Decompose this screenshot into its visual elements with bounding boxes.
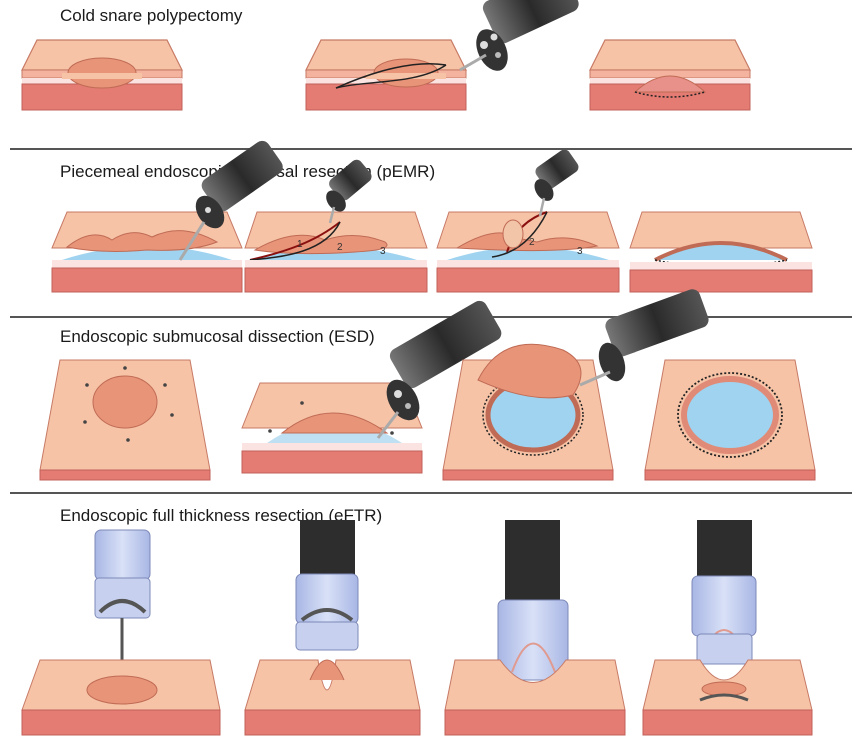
eftr-step-3 [445, 520, 625, 735]
pemr-step-2: 1 2 3 [245, 212, 427, 292]
piece-label: 3 [577, 246, 583, 257]
eftr-step-2 [245, 520, 420, 735]
piece-label: 2 [529, 237, 535, 248]
piece-label: 3 [380, 246, 386, 257]
pemr-step-3: 2 3 [437, 212, 619, 292]
piece-label: 1 [297, 239, 303, 250]
endoscope-icon [531, 147, 581, 216]
esd-step-3 [443, 344, 613, 480]
cold-snare-step-1 [22, 40, 182, 110]
endoscope-icon [460, 0, 581, 76]
cold-snare-step-2 [306, 40, 466, 110]
eftr-step-1 [22, 530, 220, 735]
esd-step-1 [40, 360, 210, 480]
cold-snare-step-3 [590, 40, 750, 110]
eftr-step-4 [643, 520, 812, 735]
piece-label: 2 [337, 242, 343, 253]
esd-step-4 [645, 360, 815, 480]
pemr-step-4 [630, 212, 812, 292]
